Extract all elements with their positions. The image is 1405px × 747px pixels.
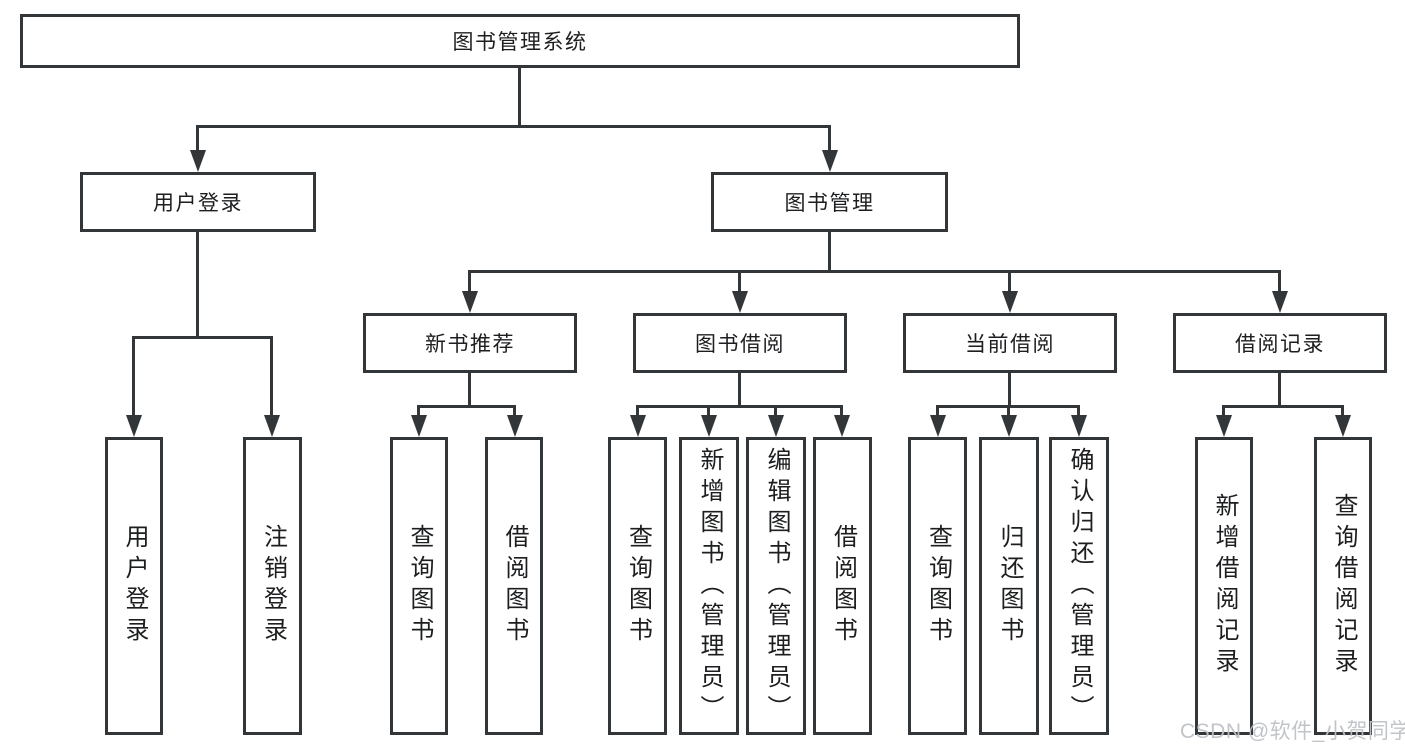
node-label: 新增借阅记录 xyxy=(1211,493,1238,679)
connector-line xyxy=(1008,373,1011,407)
connector-line xyxy=(132,336,273,339)
connector-line xyxy=(196,125,199,153)
connector-line xyxy=(468,270,471,294)
connector-line xyxy=(738,373,741,407)
leaf-borrow-books-2: 借阅图书 xyxy=(813,437,872,735)
connector-line xyxy=(518,68,521,128)
leaf-query-books-2: 查询图书 xyxy=(608,437,667,735)
node-label: 借阅图书 xyxy=(501,524,528,648)
arrow-down-icon xyxy=(1216,415,1232,437)
connector-line xyxy=(1341,405,1344,417)
connector-line xyxy=(936,405,939,417)
node-label: 确认归还（管理员） xyxy=(1066,446,1093,726)
node-label: 归还图书 xyxy=(996,524,1023,648)
node-label: 查询图书 xyxy=(406,524,433,648)
connector-line xyxy=(1222,405,1343,408)
connector-line xyxy=(636,405,843,408)
leaf-borrow-books-1: 借阅图书 xyxy=(485,437,543,735)
connector-line xyxy=(1077,405,1080,417)
connector-line xyxy=(738,270,741,294)
connector-line xyxy=(636,405,639,417)
node-label: 用户登录 xyxy=(153,192,243,215)
leaf-confirm-return-admin: 确认归还（管理员） xyxy=(1049,437,1109,735)
arrow-down-icon xyxy=(930,415,946,437)
arrow-down-icon xyxy=(1335,415,1351,437)
node-label: 查询借阅记录 xyxy=(1330,493,1357,679)
arrow-down-icon xyxy=(264,415,280,437)
node-label: 图书管理系统 xyxy=(452,31,588,54)
node-label: 查询图书 xyxy=(624,524,652,648)
connector-line xyxy=(1278,373,1281,407)
leaf-query-books-1: 查询图书 xyxy=(390,437,448,735)
arrow-down-icon xyxy=(411,415,427,437)
leaf-add-borrow-record: 新增借阅记录 xyxy=(1195,437,1253,735)
arrow-down-icon xyxy=(732,291,748,313)
connector-line xyxy=(196,232,199,339)
node-label: 图书管理 xyxy=(784,192,875,215)
node-label: 新书推荐 xyxy=(425,333,515,356)
node-root-library-system: 图书管理系统 xyxy=(20,14,1020,68)
leaf-add-books-admin: 新增图书（管理员） xyxy=(679,437,739,735)
connector-line xyxy=(1278,270,1281,294)
arrow-down-icon xyxy=(1002,291,1018,313)
node-label: 注销登录 xyxy=(259,524,287,648)
node-label: 图书借阅 xyxy=(695,333,785,356)
node-label: 新增图书（管理员） xyxy=(696,446,723,726)
arrow-down-icon xyxy=(462,291,478,313)
node-user-login: 用户登录 xyxy=(80,172,316,232)
node-label: 用户登录 xyxy=(121,524,148,648)
arrow-down-icon xyxy=(507,415,523,437)
connector-line xyxy=(270,336,273,418)
connector-line xyxy=(840,405,843,417)
connector-line xyxy=(132,336,135,418)
arrow-down-icon xyxy=(1001,415,1017,437)
connector-line xyxy=(417,405,516,408)
connector-line xyxy=(513,405,516,417)
connector-line xyxy=(707,405,710,417)
connector-line xyxy=(1007,405,1010,417)
node-book-borrow: 图书借阅 xyxy=(633,313,847,373)
arrow-down-icon xyxy=(630,415,646,437)
node-book-management: 图书管理 xyxy=(711,172,948,232)
leaf-query-books-3: 查询图书 xyxy=(908,437,967,735)
arrow-down-icon xyxy=(768,415,784,437)
arrow-down-icon xyxy=(834,415,850,437)
arrow-down-icon xyxy=(1071,415,1087,437)
connector-line xyxy=(417,405,420,417)
arrow-down-icon xyxy=(190,150,206,172)
leaf-query-borrow-record: 查询借阅记录 xyxy=(1314,437,1372,735)
node-label: 借阅记录 xyxy=(1235,333,1325,356)
connector-line xyxy=(828,232,831,273)
connector-line xyxy=(1222,405,1225,417)
node-label: 借阅图书 xyxy=(829,524,857,648)
node-borrow-records: 借阅记录 xyxy=(1173,313,1387,373)
arrow-down-icon xyxy=(701,415,717,437)
arrow-down-icon xyxy=(822,150,838,172)
connector-line xyxy=(828,125,831,153)
leaf-edit-books-admin: 编辑图书（管理员） xyxy=(746,437,806,735)
node-label: 查询图书 xyxy=(924,524,952,648)
node-label: 编辑图书（管理员） xyxy=(763,446,790,726)
arrow-down-icon xyxy=(126,415,142,437)
node-current-borrow: 当前借阅 xyxy=(903,313,1117,373)
leaf-user-login: 用户登录 xyxy=(105,437,163,735)
node-new-book-recommend: 新书推荐 xyxy=(363,313,577,373)
node-label: 当前借阅 xyxy=(965,333,1055,356)
arrow-down-icon xyxy=(1272,291,1288,313)
connector-line xyxy=(1008,270,1011,294)
leaf-logout: 注销登录 xyxy=(243,437,302,735)
connector-line xyxy=(468,270,1281,273)
watermark: CSDN @软件_小贺同学 xyxy=(1180,720,1405,743)
connector-line xyxy=(774,405,777,417)
connector-line xyxy=(196,125,831,128)
leaf-return-books: 归还图书 xyxy=(979,437,1039,735)
connector-line xyxy=(468,373,471,407)
